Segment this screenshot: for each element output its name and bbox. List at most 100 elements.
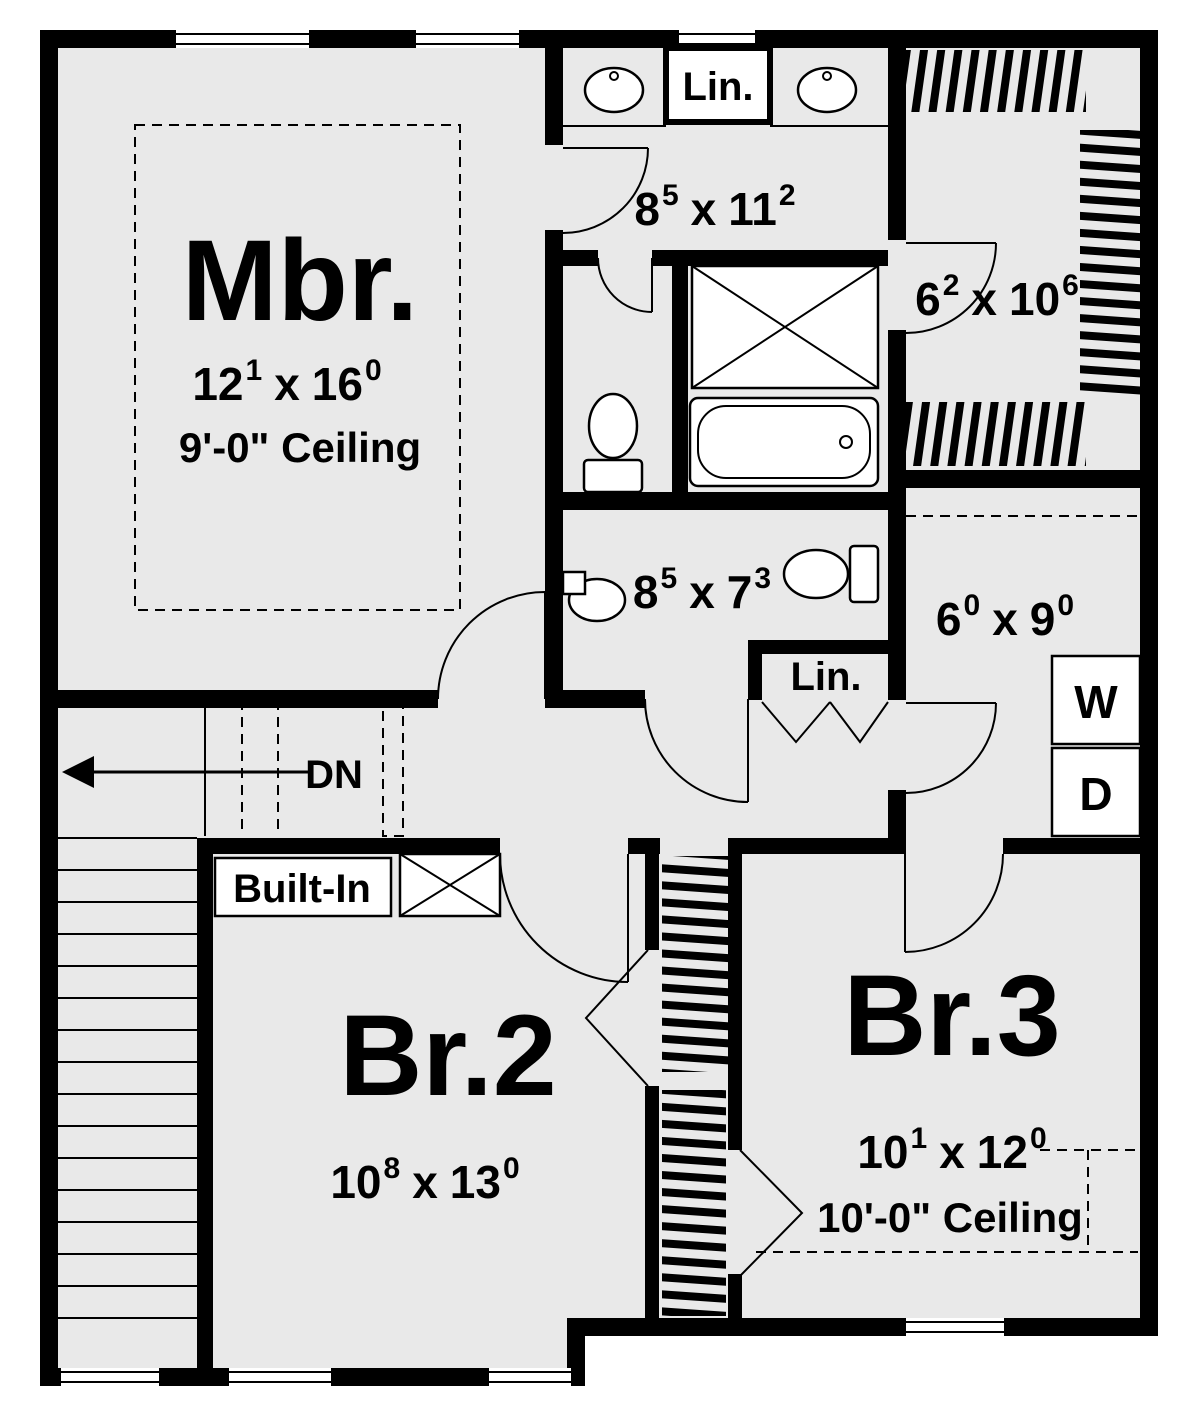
built-in-label: Built-In [233, 867, 371, 911]
wall-closet-left-lower [645, 1086, 659, 1318]
dryer-box [1050, 746, 1142, 838]
br2-room-name: Br.2 [339, 992, 556, 1120]
toilet-icon [587, 392, 639, 460]
wall-linen-hall-top [748, 640, 888, 654]
window [59, 1368, 161, 1386]
built-in-box [213, 856, 393, 918]
wall-closet-laundry-divider [888, 470, 1158, 488]
windows [59, 30, 1006, 1386]
walk-in-closet-door [905, 242, 997, 334]
wall-bath-right-b [888, 330, 906, 492]
window [904, 1318, 1006, 1336]
mbr-room-name: Mbr. [182, 217, 418, 345]
sink-faucet-icon [609, 71, 619, 81]
toilet-tank [848, 544, 880, 604]
laundry-fixtures [906, 515, 1142, 838]
toilet-room-door [597, 257, 653, 313]
bathtub [688, 396, 880, 488]
sink-counter [561, 570, 587, 596]
window [174, 30, 311, 48]
down-arrow-head [62, 756, 94, 788]
wall-closet-right-upper [728, 838, 742, 1150]
stairs [58, 700, 404, 1319]
wall-br2-top-left [197, 838, 500, 854]
wall-hall-bath-bottom [545, 690, 645, 708]
wall-br3-top-left [742, 838, 905, 854]
master-bath-door [562, 147, 649, 234]
wall-mbr-bottom [40, 690, 438, 708]
laundry-door [905, 702, 997, 794]
toilet-icon [782, 548, 850, 600]
wall-mbr-right-upper [545, 48, 563, 145]
br3-door [904, 853, 1004, 953]
linen-hall-label: Lin. [790, 655, 861, 699]
mbr-door [437, 591, 546, 700]
closet-hatching [662, 50, 1140, 1316]
wall-outer-top [40, 30, 1158, 48]
doors [437, 147, 1004, 1277]
walk-in-closet-rod-bottom [906, 402, 1086, 466]
sink-icon [583, 66, 645, 114]
chase-x-mark [399, 853, 501, 917]
wall-toilet-room-right [672, 250, 688, 492]
washer-box [1050, 654, 1142, 746]
br3-ceiling-label: 10'-0" Ceiling [817, 1194, 1083, 1241]
walk-in-closet-rod-top [906, 50, 1086, 112]
window [414, 30, 521, 48]
bathtub-inner [697, 405, 871, 479]
wall-bath-right-a [888, 48, 906, 240]
mbr-ceiling-label: 9'-0" Ceiling [179, 424, 421, 471]
br3-closet-rod [662, 1090, 726, 1316]
br2-door [499, 853, 629, 983]
wall-outer-right [1140, 30, 1158, 1336]
wall-closet-left-upper [645, 854, 659, 950]
washer-label: W [1074, 676, 1118, 728]
bath-fixtures [561, 45, 888, 623]
misc-details [134, 124, 1138, 1253]
wall-br3-top-right [1003, 838, 1140, 854]
wall-outer-bottom-right [567, 1318, 1158, 1336]
sink-faucet-icon [822, 71, 832, 81]
wall-br2-top-right [628, 838, 660, 854]
wall-shower-top [688, 250, 888, 266]
br3-room-name: Br.3 [843, 952, 1060, 1080]
linen-hall-bifold-doors [761, 701, 889, 744]
br2-closet-rod [662, 856, 728, 1072]
wall-bath-right-d [888, 645, 906, 700]
walk-in-closet-rod-right [1080, 130, 1140, 398]
br2-closet-bifold-door [584, 949, 649, 1087]
window [487, 1368, 573, 1386]
wall-closet-right-lower [728, 1274, 742, 1318]
mbr-ceiling-dashed-outline [134, 124, 461, 611]
wall-linen-hall-left [748, 640, 762, 700]
wall-stair-right [197, 854, 213, 1368]
stair-treads [58, 837, 197, 1319]
wall-hall-bath-top [545, 492, 888, 510]
window [677, 30, 757, 48]
br3-closet-bifold-door [739, 1149, 804, 1277]
br3-ceiling-dashed-lines [756, 1149, 1138, 1253]
sink-icon [796, 66, 858, 114]
linen-upper-cabinet [663, 45, 773, 125]
shower-x-mark [691, 265, 879, 389]
wall-bath-right-c [888, 492, 906, 645]
bathtub-drain-icon [839, 435, 853, 449]
stairs-down-label: DN [305, 753, 363, 797]
window [227, 1368, 333, 1386]
hall-bath-door [644, 698, 749, 803]
dryer-label: D [1079, 768, 1112, 820]
wall-toilet-room-top-left [563, 250, 598, 266]
wall-mbr-right-lower [545, 230, 563, 690]
linen-upper-label: Lin. [682, 65, 753, 109]
toilet-tank [582, 458, 644, 494]
